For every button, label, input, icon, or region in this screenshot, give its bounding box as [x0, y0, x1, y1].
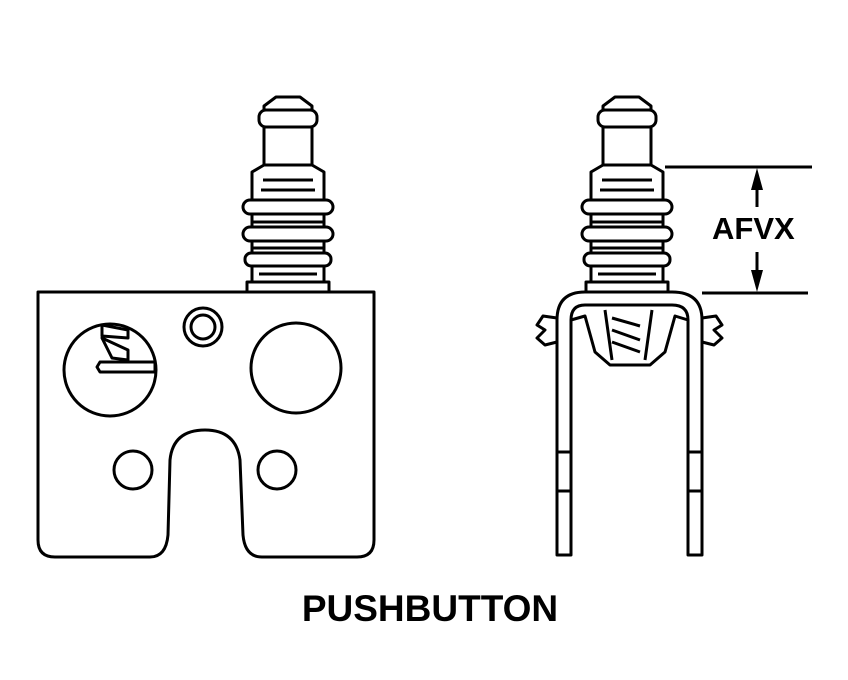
plunger-front: [241, 95, 335, 294]
rivet-outer: [182, 306, 224, 348]
bracket: [555, 290, 704, 557]
rivet-inner: [189, 313, 217, 341]
mounting-hole-left: [112, 449, 154, 491]
plunger-side: [580, 95, 674, 294]
arrow-up-icon: [751, 168, 763, 190]
dimension: [665, 165, 812, 295]
mounting-hole-large: [249, 321, 343, 415]
side-view: [535, 95, 724, 557]
mounting-hole-right: [256, 449, 298, 491]
arrow-down-icon: [751, 270, 763, 292]
dimension-label: AFVX: [712, 211, 795, 246]
front-view: [36, 95, 376, 559]
diagram-title: PUSHBUTTON: [301, 588, 559, 629]
